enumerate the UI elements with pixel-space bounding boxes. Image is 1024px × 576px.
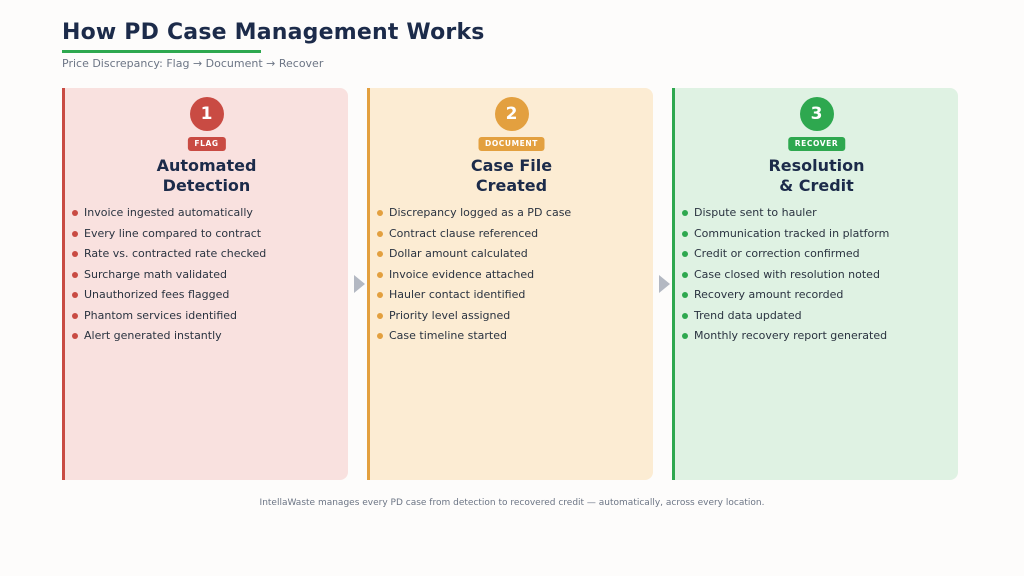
bullet-text: Priority level assigned: [389, 308, 511, 322]
bullet-dot-icon: [377, 333, 383, 339]
bullet-item: Case timeline started: [376, 326, 647, 347]
bullet-item: Trend data updated: [681, 306, 952, 327]
bullet-item: Discrepancy logged as a PD case: [376, 203, 647, 224]
bullet-dot-icon: [682, 312, 688, 319]
bullet-item: Case closed with resolution noted: [681, 265, 952, 286]
step-card-flag: 1 FLAG Automated Detection Invoice inges…: [62, 88, 348, 480]
bullet-dot-icon: [377, 292, 383, 298]
bullet-item: Invoice evidence attached: [376, 265, 647, 286]
bullet-item: Surcharge math validated: [71, 265, 342, 286]
step-title: Automated Detection: [65, 156, 348, 196]
bullet-text: Case timeline started: [389, 329, 507, 342]
bullet-dot-icon: [682, 333, 688, 339]
bullet-item: Hauler contact identified: [376, 285, 647, 306]
bullet-item: Phantom services identified: [71, 306, 342, 327]
bullet-text: Communication tracked in platform: [694, 226, 890, 240]
bullet-dot-icon: [72, 210, 78, 216]
bullet-text: Hauler contact identified: [389, 288, 526, 301]
chevron-right-icon: [354, 275, 365, 293]
bullet-text: Credit or correction confirmed: [694, 247, 860, 260]
step-tag-flag: FLAG: [187, 137, 226, 151]
step-tag-document: DOCUMENT: [478, 137, 545, 151]
step-title-line-1: Case File: [470, 156, 553, 175]
bullet-dot-icon: [72, 292, 78, 298]
bullet-item: Every line compared to contract: [71, 224, 342, 245]
bullet-text: Rate vs. contracted rate checked: [84, 247, 267, 260]
bullet-text: Surcharge math validated: [84, 267, 227, 281]
step-tag-recover: RECOVER: [787, 137, 846, 151]
bullet-text: Invoice evidence attached: [389, 267, 535, 281]
bullet-text: Recovery amount recorded: [694, 288, 844, 301]
bullet-text: Case closed with resolution noted: [694, 267, 880, 281]
bullet-text: Every line compared to contract: [84, 226, 262, 240]
bullet-item: Dollar amount calculated: [376, 244, 647, 265]
step-card-document: 2 DOCUMENT Case File Created Discrepancy…: [367, 88, 653, 480]
step-title: Resolution & Credit: [675, 156, 958, 196]
bullet-text: Alert generated instantly: [84, 329, 222, 342]
bullet-item: Monthly recovery report generated: [681, 326, 952, 347]
bullet-text: Dispute sent to hauler: [694, 206, 817, 219]
bullet-dot-icon: [377, 271, 383, 278]
step-bullet-list: Discrepancy logged as a PD case Contract…: [376, 203, 647, 347]
bullet-dot-icon: [377, 251, 383, 257]
step-title-line-1: Automated: [156, 156, 257, 175]
step-card-recover: 3 RECOVER Resolution & Credit Dispute se…: [672, 88, 958, 480]
bullet-text: Discrepancy logged as a PD case: [389, 206, 572, 219]
title-underline: [62, 50, 261, 53]
bullet-dot-icon: [682, 210, 688, 216]
bullet-item: Rate vs. contracted rate checked: [71, 244, 342, 265]
bullet-dot-icon: [72, 312, 78, 319]
bullet-dot-icon: [682, 251, 688, 257]
step-title-line-2: Created: [475, 176, 548, 195]
bullet-dot-icon: [72, 251, 78, 257]
chevron-right-icon: [659, 275, 670, 293]
footer-caption: IntellaWaste manages every PD case from …: [259, 498, 765, 508]
bullet-item: Unauthorized fees flagged: [71, 285, 342, 306]
bullet-item: Recovery amount recorded: [681, 285, 952, 306]
bullet-dot-icon: [377, 230, 383, 237]
bullet-dot-icon: [72, 230, 78, 237]
bullet-text: Trend data updated: [694, 308, 802, 322]
bullet-item: Contract clause referenced: [376, 224, 647, 245]
step-title-line-2: Detection: [162, 176, 251, 195]
bullet-dot-icon: [72, 271, 78, 278]
bullet-item: Alert generated instantly: [71, 326, 342, 347]
step-number-badge: 2: [494, 97, 529, 131]
step-title: Case File Created: [370, 156, 653, 196]
page-title: How PD Case Management Works: [62, 20, 485, 45]
step-title-line-2: & Credit: [779, 176, 854, 195]
bullet-text: Unauthorized fees flagged: [84, 288, 230, 301]
step-number-badge: 1: [189, 97, 224, 131]
bullet-dot-icon: [682, 271, 688, 278]
bullet-text: Contract clause referenced: [389, 226, 539, 240]
step-bullet-list: Dispute sent to hauler Communication tra…: [681, 203, 952, 347]
bullet-item: Priority level assigned: [376, 306, 647, 327]
bullet-dot-icon: [72, 333, 78, 339]
step-number-badge: 3: [799, 97, 834, 131]
bullet-text: Phantom services identified: [84, 308, 238, 322]
bullet-dot-icon: [682, 230, 688, 237]
bullet-text: Dollar amount calculated: [389, 247, 528, 260]
bullet-dot-icon: [377, 312, 383, 319]
bullet-item: Credit or correction confirmed: [681, 244, 952, 265]
bullet-dot-icon: [682, 292, 688, 298]
page-subtitle: Price Discrepancy: Flag → Document → Rec…: [62, 57, 324, 70]
bullet-item: Dispute sent to hauler: [681, 203, 952, 224]
step-title-line-1: Resolution: [768, 156, 865, 175]
bullet-text: Monthly recovery report generated: [694, 329, 888, 342]
bullet-item: Invoice ingested automatically: [71, 203, 342, 224]
step-bullet-list: Invoice ingested automatically Every lin…: [71, 203, 342, 347]
bullet-dot-icon: [377, 210, 383, 216]
bullet-item: Communication tracked in platform: [681, 224, 952, 245]
bullet-text: Invoice ingested automatically: [84, 206, 253, 219]
